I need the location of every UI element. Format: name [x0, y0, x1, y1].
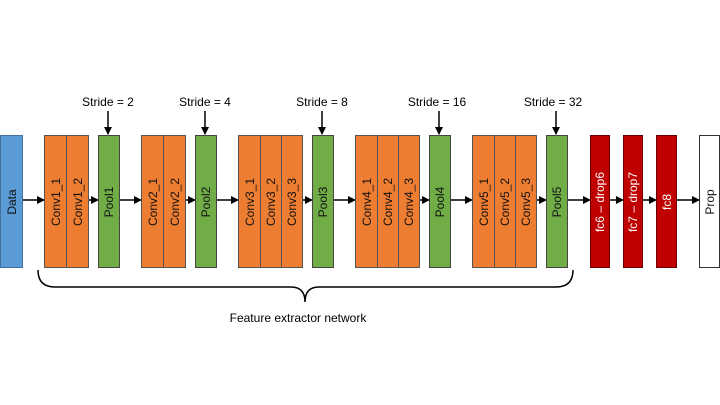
- conv4-2-label: Conv4_2: [381, 177, 395, 226]
- pool2-label: Pool2: [199, 186, 213, 217]
- conv3-3-block: Conv3_3: [281, 135, 303, 268]
- conv2-2-label: Conv2_2: [167, 177, 182, 226]
- pool3-label: Pool3: [316, 186, 330, 217]
- pool3-block: Pool3: [312, 135, 334, 268]
- conv5-2-label: Conv5_2: [498, 177, 512, 226]
- prop-block: Prop: [699, 135, 720, 268]
- fc7-block: fc7 – drop7: [623, 135, 643, 268]
- pool5-label: Pool5: [550, 186, 564, 217]
- conv5-1-block: Conv5_1: [472, 135, 495, 268]
- conv5-3-label: Conv5_3: [519, 177, 533, 226]
- conv2-2-block: Conv2_2: [163, 135, 186, 268]
- stride-label-pool2: Stride = 4: [179, 95, 231, 109]
- conv1-2-block: Conv1_2: [66, 135, 89, 268]
- conv4-3-block: Conv4_3: [398, 135, 420, 268]
- feature-extractor-brace: [37, 269, 574, 303]
- fc8-label: fc8: [659, 193, 674, 210]
- conv3-2-label: Conv3_2: [264, 177, 278, 226]
- pool2-block: Pool2: [195, 135, 217, 268]
- pool4-block: Pool4: [429, 135, 451, 268]
- conv4-3-label: Conv4_3: [402, 177, 416, 226]
- conv4-1-block: Conv4_1: [355, 135, 378, 268]
- fc8-block: fc8: [656, 135, 677, 268]
- conv2-1-label: Conv2_1: [145, 177, 160, 226]
- stride-label-pool3: Stride = 8: [296, 95, 348, 109]
- conv2-1-block: Conv2_1: [141, 135, 164, 268]
- conv3-2-block: Conv3_2: [260, 135, 282, 268]
- data-label: Data: [4, 188, 19, 215]
- pool1-block: Pool1: [98, 135, 120, 268]
- stride-label-pool5: Stride = 32: [523, 95, 583, 109]
- conv1-1-block: Conv1_1: [44, 135, 67, 268]
- conv1-1-label: Conv1_1: [48, 177, 63, 226]
- feature-extractor-caption: Feature extractor network: [229, 311, 367, 325]
- fc7-label: fc7 – drop7: [626, 171, 640, 232]
- stride-label-pool1: Stride = 2: [82, 95, 134, 109]
- conv5-1-label: Conv5_1: [476, 177, 491, 226]
- conv4-2-block: Conv4_2: [377, 135, 399, 268]
- conv3-3-label: Conv3_3: [285, 177, 299, 226]
- stride-label-pool4: Stride = 16: [407, 95, 467, 109]
- conv3-1-label: Conv3_1: [242, 177, 257, 226]
- fc6-block: fc6 – drop6: [590, 135, 610, 268]
- pool5-block: Pool5: [546, 135, 568, 268]
- conv3-1-block: Conv3_1: [238, 135, 261, 268]
- fc6-label: fc6 – drop6: [593, 171, 607, 232]
- data-block: Data: [0, 135, 23, 268]
- conv1-2-label: Conv1_2: [70, 177, 85, 226]
- conv5-3-block: Conv5_3: [515, 135, 537, 268]
- conv5-2-block: Conv5_2: [494, 135, 516, 268]
- conv4-1-label: Conv4_1: [359, 177, 374, 226]
- pool4-label: Pool4: [433, 186, 447, 217]
- prop-label: Prop: [702, 188, 717, 215]
- pool1-label: Pool1: [102, 186, 116, 217]
